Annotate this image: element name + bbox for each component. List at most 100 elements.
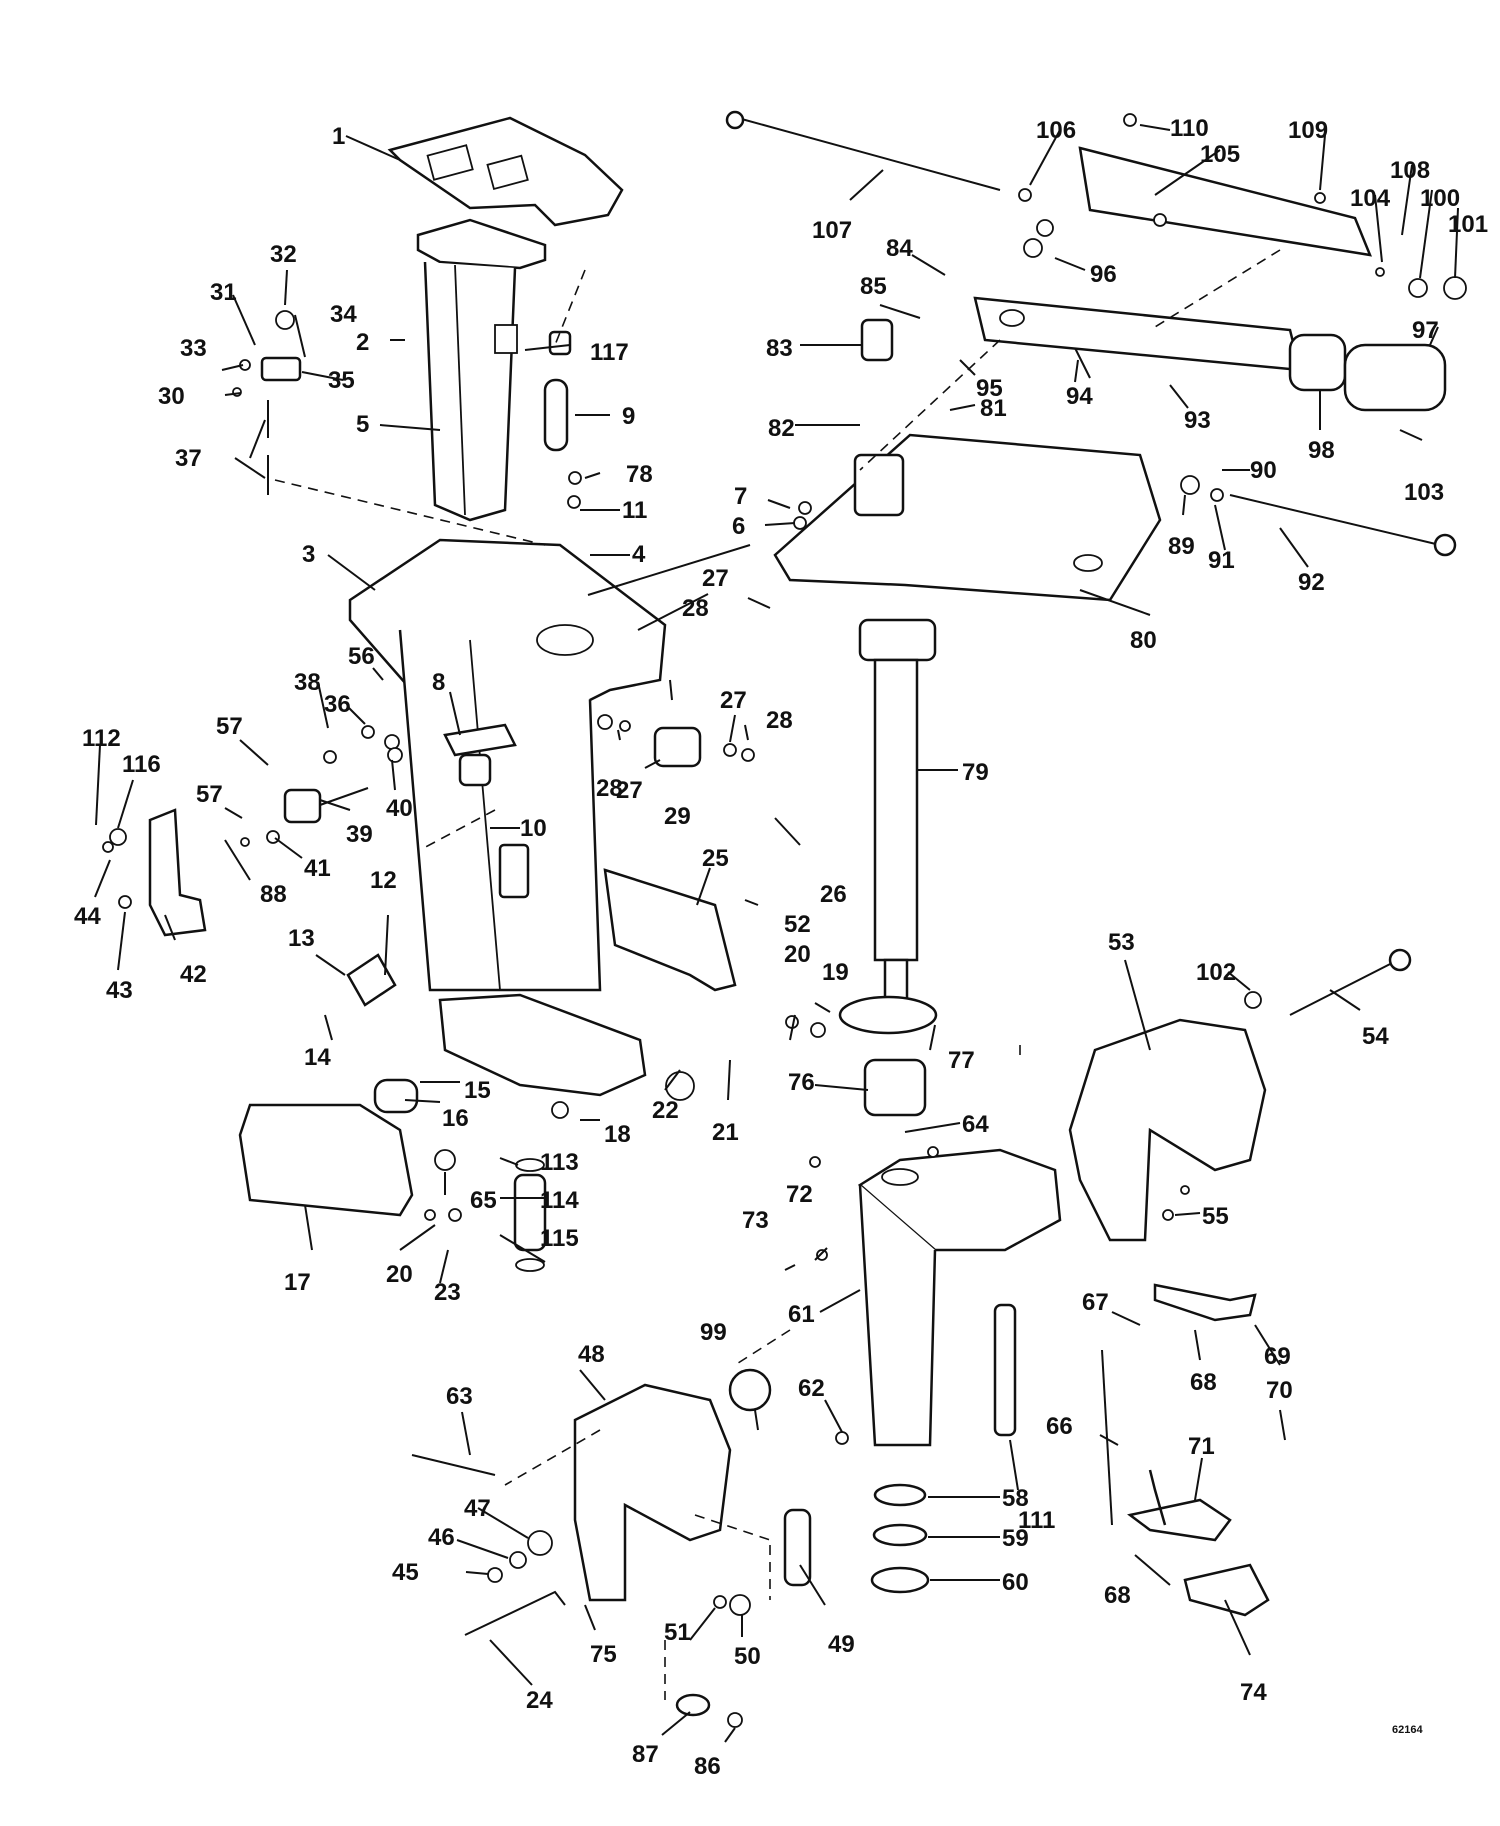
part-liner [863, 1058, 927, 1117]
callout-20-lower: 20 [386, 1261, 413, 1288]
callout-86: 86 [694, 1753, 721, 1780]
callout-92: 92 [1298, 569, 1325, 596]
callout-41: 41 [304, 855, 331, 882]
part-bearing [838, 995, 938, 1035]
callout-62: 62 [798, 1375, 825, 1402]
part-reverse-lock [1183, 1563, 1270, 1617]
callout-56: 56 [348, 643, 375, 670]
callout-46: 46 [428, 1524, 455, 1551]
part-steering-tube [858, 618, 937, 1027]
callout-30: 30 [158, 383, 185, 410]
callout-55: 55 [1202, 1203, 1229, 1230]
callout-64: 64 [962, 1111, 989, 1138]
callout-35: 35 [328, 367, 355, 394]
callout-3: 3 [302, 541, 315, 568]
callout-85: 85 [860, 273, 887, 300]
callout-74: 74 [1240, 1679, 1267, 1706]
part-twist-grip [1343, 343, 1447, 412]
callout-91: 91 [1208, 547, 1235, 574]
part-tilt-lever [464, 1590, 566, 1636]
callout-2: 2 [356, 329, 369, 356]
callout-8: 8 [432, 669, 445, 696]
callout-15: 15 [464, 1077, 491, 1104]
callout-57-lower: 57 [196, 781, 223, 808]
callout-105: 105 [1200, 141, 1240, 168]
callout-73: 73 [742, 1207, 769, 1234]
callout-7: 7 [734, 483, 747, 510]
part-steering-handle [973, 296, 1302, 372]
callout-101: 101 [1448, 211, 1488, 238]
callout-84: 84 [886, 235, 913, 262]
callout-27-middle: 27 [616, 777, 643, 804]
callout-94: 94 [1066, 383, 1093, 410]
part-lower-cover [238, 1103, 414, 1217]
callout-4: 4 [632, 541, 646, 568]
callout-104: 104 [1350, 185, 1391, 212]
part-lever [1127, 1498, 1232, 1542]
callout-9: 9 [622, 403, 635, 430]
callout-52: 52 [784, 911, 811, 938]
callout-103: 103 [1404, 479, 1444, 506]
leader-lines [94, 124, 1459, 1743]
callout-38: 38 [294, 669, 321, 696]
part-throttle-shaft [737, 117, 1001, 191]
callout-18: 18 [604, 1121, 631, 1148]
callout-28-middle: 28 [596, 775, 623, 802]
callout-28-upper: 28 [682, 595, 709, 622]
callout-13: 13 [288, 925, 315, 952]
part-gear [860, 318, 894, 362]
callout-95: 95 [976, 375, 1003, 402]
callout-43: 43 [106, 977, 133, 1004]
callout-109: 109 [1288, 117, 1328, 144]
callout-67: 67 [1082, 1289, 1109, 1316]
callout-10: 10 [520, 815, 547, 842]
callout-90: 90 [1250, 457, 1277, 484]
callout-108: 108 [1390, 157, 1430, 184]
part-grommet [548, 330, 572, 356]
callout-40: 40 [386, 795, 413, 822]
part-spring [993, 1303, 1017, 1437]
part-rod [1101, 1349, 1113, 1526]
callout-14: 14 [304, 1044, 331, 1071]
callout-22: 22 [652, 1097, 679, 1124]
part-plug [373, 1078, 419, 1114]
callout-75: 75 [590, 1641, 617, 1668]
callout-89: 89 [1168, 533, 1195, 560]
part-bumper [728, 1368, 772, 1412]
callout-33: 33 [180, 335, 207, 362]
callout-93: 93 [1184, 407, 1211, 434]
callout-96: 96 [1090, 261, 1117, 288]
part-steering-bracket [773, 433, 1162, 602]
callout-21: 21 [712, 1119, 739, 1146]
callout-6: 6 [732, 513, 745, 540]
part-disk [675, 1693, 711, 1717]
callout-98: 98 [1308, 437, 1335, 464]
part-exhaust-housing [416, 218, 547, 522]
drawing-code: 62164 [1392, 1724, 1423, 1736]
callout-48: 48 [578, 1341, 605, 1368]
part-bushing-ring [873, 1483, 927, 1507]
callout-63: 63 [446, 1383, 473, 1410]
callout-78: 78 [626, 461, 653, 488]
callout-65: 65 [470, 1187, 497, 1214]
callout-72: 72 [786, 1181, 813, 1208]
part-tilt-bolt [1289, 959, 1399, 1016]
callout-45: 45 [392, 1559, 419, 1586]
callout-49: 49 [828, 1631, 855, 1658]
part-cover-plate [498, 843, 530, 899]
callout-77: 77 [948, 1047, 975, 1074]
callout-19: 19 [822, 959, 849, 986]
callout-100: 100 [1420, 185, 1460, 212]
callout-114: 114 [540, 1187, 579, 1214]
callout-32: 32 [270, 241, 297, 268]
callout-27-right: 27 [720, 687, 747, 714]
part-collar [1288, 333, 1347, 392]
callout-76: 76 [788, 1069, 815, 1096]
callout-82: 82 [768, 415, 795, 442]
callout-66: 66 [1046, 1413, 1073, 1440]
callout-87: 87 [632, 1741, 659, 1768]
callout-59: 59 [1002, 1525, 1029, 1552]
callout-1: 1 [332, 123, 345, 150]
callout-79: 79 [962, 759, 989, 786]
callout-83: 83 [766, 335, 793, 362]
